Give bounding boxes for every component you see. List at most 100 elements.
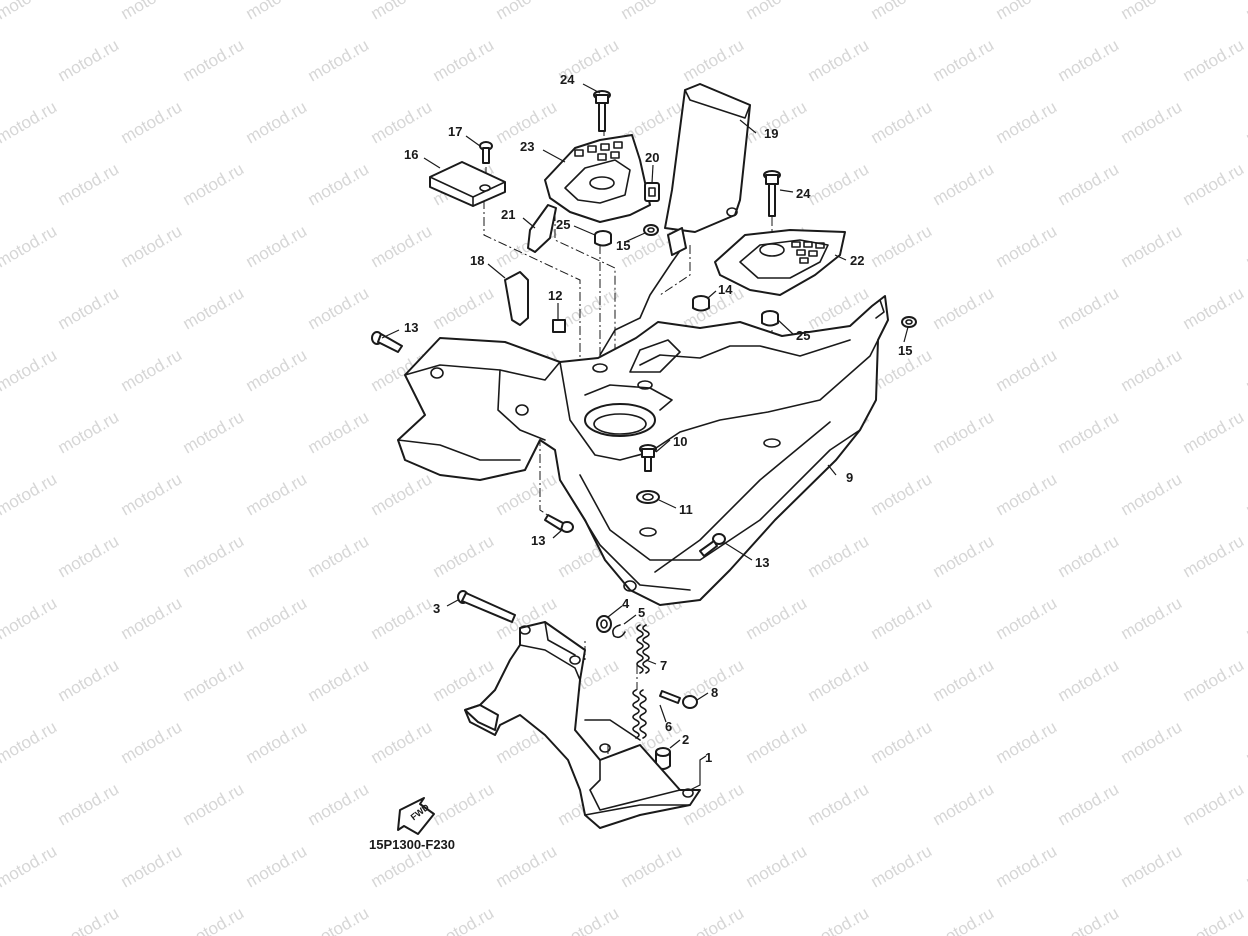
nut-upper	[643, 224, 659, 236]
watermark-text: motod.ru	[1118, 0, 1186, 23]
watermark-text: motod.ru	[1118, 841, 1186, 891]
watermark-text: motod.ru	[1243, 469, 1248, 519]
watermark-text: motod.ru	[743, 717, 811, 767]
watermark-text: motod.ru	[430, 283, 498, 333]
watermark-text: motod.ru	[1180, 283, 1248, 333]
plain-washer	[596, 615, 612, 633]
watermark-text: motod.ru	[993, 0, 1061, 23]
watermark-text: motod.ru	[118, 593, 186, 643]
watermark-text: motod.ru	[305, 35, 373, 85]
center-stand	[464, 621, 701, 829]
watermark-text: motod.ru	[743, 593, 811, 643]
watermark-text: motod.ru	[180, 903, 248, 936]
callout-25-lower: 25	[796, 328, 810, 343]
watermark-text: motod.ru	[180, 655, 248, 705]
callout-2: 2	[682, 732, 689, 747]
callout-13-right: 13	[755, 555, 769, 570]
nut	[552, 319, 566, 333]
watermark-text: motod.ru	[493, 0, 561, 23]
watermark-text: motod.ru	[868, 97, 936, 147]
watermark-text: motod.ru	[993, 221, 1061, 271]
watermark-text: motod.ru	[1118, 593, 1186, 643]
watermark-text: motod.ru	[243, 97, 311, 147]
watermark-text: motod.ru	[305, 779, 373, 829]
watermark-text: motod.ru	[243, 0, 311, 23]
watermark-text: motod.ru	[805, 655, 873, 705]
watermark-text: motod.ru	[993, 469, 1061, 519]
watermark-text: motod.ru	[243, 221, 311, 271]
callout-8: 8	[711, 685, 718, 700]
watermark-text: motod.ru	[868, 0, 936, 23]
watermark-text: motod.ru	[368, 593, 436, 643]
watermark-text: motod.ru	[243, 593, 311, 643]
watermark-text: motod.ru	[993, 97, 1061, 147]
watermark-text: motod.ru	[368, 469, 436, 519]
watermark-text: motod.ru	[1243, 841, 1248, 891]
callout-20: 21	[501, 207, 515, 222]
watermark-text: motod.ru	[1055, 531, 1123, 581]
watermark-text: motod.ru	[680, 903, 748, 936]
callout-17: 17	[448, 124, 462, 139]
watermark-text: motod.ru	[930, 283, 998, 333]
watermark-text: motod.ru	[993, 345, 1061, 395]
watermark-text: motod.ru	[1180, 779, 1248, 829]
callout-3: 3	[433, 601, 440, 616]
callout-24-right: 24	[796, 186, 811, 201]
watermark-text: motod.ru	[868, 469, 936, 519]
watermark-text: motod.ru	[1180, 531, 1248, 581]
watermark-text: motod.ru	[993, 593, 1061, 643]
watermark-text: motod.ru	[1118, 97, 1186, 147]
watermark-text: motod.ru	[430, 903, 498, 936]
flange-bolt	[639, 444, 657, 472]
watermark-text: motod.ru	[930, 779, 998, 829]
callout-25-upper: 25	[556, 217, 570, 232]
watermark-text: motod.ru	[0, 221, 60, 271]
watermark-text: motod.ru	[868, 221, 936, 271]
watermark-text: motod.ru	[1055, 283, 1123, 333]
watermark-text: motod.ru	[180, 159, 248, 209]
watermark-text: motod.ru	[618, 841, 686, 891]
watermark-text: motod.ru	[180, 779, 248, 829]
watermark-text: motod.ru	[1055, 35, 1123, 85]
watermark-text: motod.ru	[0, 841, 60, 891]
watermark-text: motod.ru	[55, 531, 123, 581]
watermark-text: motod.ru	[1180, 35, 1248, 85]
watermark-text: motod.ru	[118, 717, 186, 767]
watermark-text: motod.ru	[1055, 903, 1123, 936]
washer	[636, 490, 660, 504]
watermark-text: motod.ru	[305, 903, 373, 936]
watermark-text: motod.ru	[868, 593, 936, 643]
callout-13-bottom: 13	[531, 533, 545, 548]
spring-upper	[636, 624, 650, 674]
callout-24-upper: 24	[560, 72, 575, 87]
watermark-text: motod.ru	[930, 903, 998, 936]
screw-right	[699, 533, 726, 557]
side-panel	[664, 83, 751, 233]
watermark-text: motod.ru	[1118, 221, 1186, 271]
watermark-text: motod.ru	[1180, 159, 1248, 209]
watermark-text: motod.ru	[1243, 221, 1248, 271]
watermark-text: motod.ru	[1243, 593, 1248, 643]
watermark-text: motod.ru	[55, 407, 123, 457]
watermark-text: motod.ru	[1243, 97, 1248, 147]
watermark-text: motod.ru	[118, 841, 186, 891]
watermark-text: motod.ru	[243, 841, 311, 891]
stand-bolt	[659, 690, 698, 709]
watermark-text: motod.ru	[368, 97, 436, 147]
circlip	[612, 624, 626, 639]
watermark-text: motod.ru	[618, 0, 686, 23]
watermark-text: motod.ru	[118, 345, 186, 395]
trim-piece	[504, 271, 529, 326]
callout-16: 16	[404, 147, 418, 162]
callout-9: 9	[846, 470, 853, 485]
watermark-text: motod.ru	[0, 0, 60, 23]
diagram-code: 15P1300-F230	[369, 837, 455, 852]
watermark-text: motod.ru	[305, 283, 373, 333]
watermark-text: motod.ru	[1180, 903, 1248, 936]
callout-23: 23	[520, 139, 534, 154]
watermark-text: motod.ru	[368, 0, 436, 23]
watermark-text: motod.ru	[0, 97, 60, 147]
callout-15-upper: 15	[616, 238, 630, 253]
